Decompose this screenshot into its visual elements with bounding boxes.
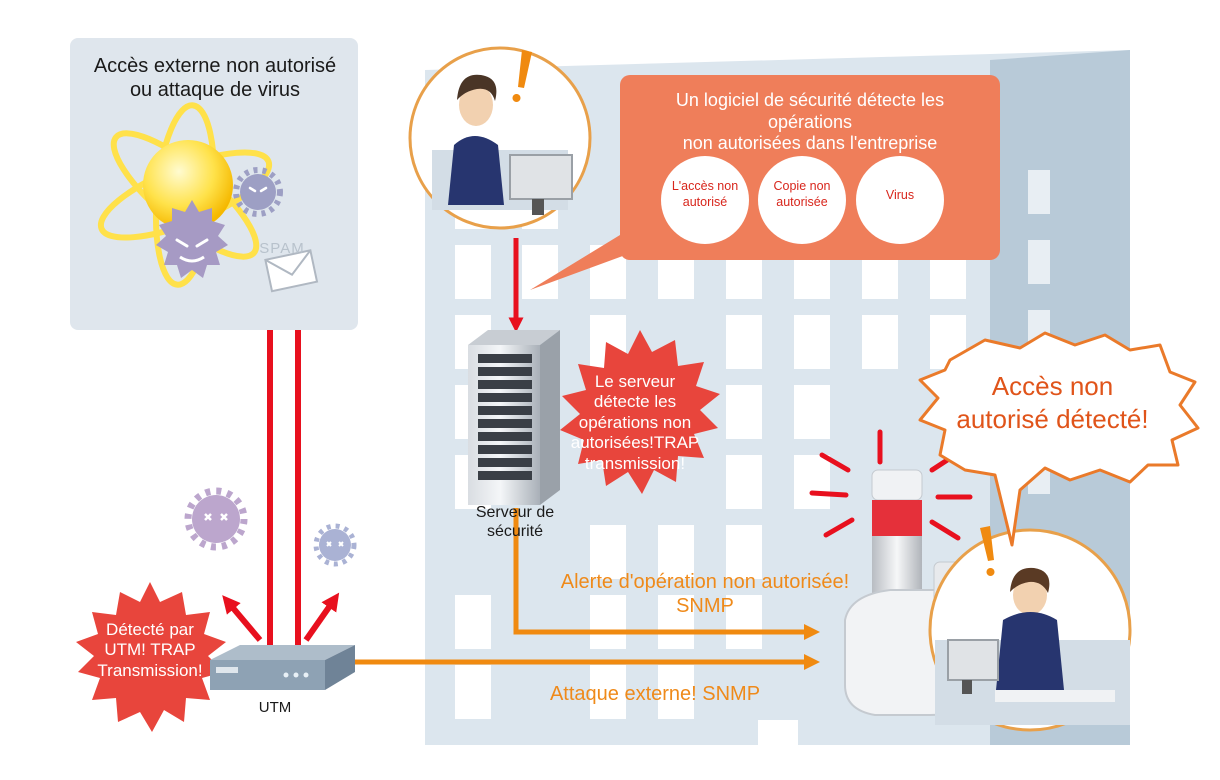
- exclamation-icon: [980, 526, 995, 576]
- badge-virus-label: Virus: [885, 188, 915, 202]
- security-operator: [408, 46, 592, 230]
- virus-icon: [184, 487, 248, 551]
- software-detection-text: Un logiciel de sécurité détecte les opér…: [675, 90, 945, 154]
- virus-icon: [233, 167, 283, 217]
- detection-speech-text: Accès non autorisé détecté!: [956, 371, 1149, 434]
- alerted-operator: [928, 526, 1132, 732]
- external-attack-alert-label: Attaque externe! SNMP: [549, 683, 761, 705]
- badge-unauthorized-copy: [758, 156, 846, 244]
- software-detection-bubble: [530, 75, 1000, 290]
- utm-router-icon: [210, 645, 355, 690]
- virus-icon: [156, 200, 228, 278]
- server-alert-text: Le serveur détecte les opérations non au…: [570, 372, 700, 473]
- server-alert-burst: [560, 330, 720, 494]
- detection-speech-bubble: [918, 331, 1200, 547]
- unauthorized-operation-alert-label: Alerte d'opération non autorisée! SNMP: [560, 571, 850, 617]
- badge-unauthorized-access: [661, 156, 749, 244]
- blocked-arrow-left: [222, 595, 263, 642]
- external-threat-title: Accès externe non autorisé ou attaque de…: [93, 55, 337, 101]
- utm-label: UTM: [258, 699, 292, 716]
- badge-unauthorized-access-label: L'accès non autorisé: [671, 179, 739, 209]
- monitor-icon: [947, 639, 999, 694]
- utm-alert-burst: [76, 582, 226, 732]
- blocked-arrow-right: [303, 592, 340, 642]
- snmp-arrow-server: [513, 508, 821, 641]
- exclamation-icon: [512, 50, 532, 102]
- utm-alert-text: Détecté par UTM! TRAP Transmission!: [97, 620, 203, 680]
- virus-icon: [313, 523, 357, 567]
- badge-unauthorized-copy-label: Copie non autorisée: [773, 179, 831, 209]
- security-server-label: Serveur de sécurité: [475, 504, 555, 541]
- badge-virus: [856, 156, 944, 244]
- external-threat-panel: [70, 38, 358, 330]
- office-worker-icon: [995, 567, 1065, 700]
- monitor-icon: [509, 154, 573, 215]
- office-worker-icon: [448, 74, 504, 205]
- spam-label: SPAM: [259, 240, 305, 257]
- envelope-icon: [264, 249, 319, 293]
- server-rack-icon: [468, 330, 560, 505]
